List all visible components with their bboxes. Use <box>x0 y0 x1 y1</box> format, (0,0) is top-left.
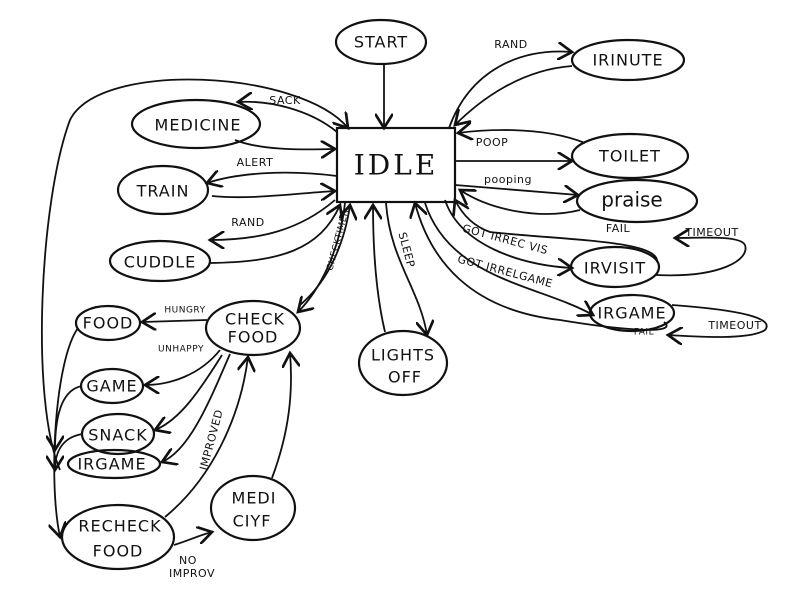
edge-food-recheck <box>54 327 79 537</box>
edge-idle-irgame <box>424 202 593 315</box>
svg-text:MEDICINE: MEDICINE <box>155 116 242 135</box>
edge-irinute-idle <box>455 65 573 125</box>
edge-medicine-check-food <box>271 353 291 479</box>
node-food: FOOD <box>74 304 142 342</box>
edge-irgame-fail <box>415 203 668 331</box>
label-sack: SACK <box>269 94 301 107</box>
edge-cuddle-idle <box>209 205 340 264</box>
edge-snack-recheck <box>55 433 83 470</box>
edge-irgame-timeout <box>668 304 768 337</box>
edge-recheck-medicine-loop <box>41 78 348 471</box>
label-rand-top: RAND <box>494 38 527 51</box>
label-rand-cuddle: RAND <box>231 216 264 229</box>
svg-text:IDLE: IDLE <box>354 149 439 182</box>
label-unhappy: UNHAPPY <box>158 345 204 355</box>
node-snack: SNACK <box>80 412 156 456</box>
node-irinute: IRINUTE <box>570 38 686 82</box>
svg-text:IRGAME: IRGAME <box>597 304 666 323</box>
edge-idle-lights-off <box>385 202 427 335</box>
node-praise: praise <box>575 178 699 224</box>
edge-check-food-snack <box>155 354 223 430</box>
label-timeout-irvisit: TIMEOUT <box>684 226 738 239</box>
edge-idle-cuddle <box>210 199 336 240</box>
svg-text:SNACK: SNACK <box>88 426 147 445</box>
label-got-irrelgame: GOT IRRELGAME <box>456 253 554 291</box>
svg-text:IRINUTE: IRINUTE <box>592 51 663 70</box>
label-no-improv-1: NO <box>179 554 197 567</box>
node-start: START <box>334 18 428 66</box>
node-irgame-left: IRGAME <box>66 448 162 480</box>
node-toilet: TOILET <box>570 132 690 180</box>
label-pooping: pooping <box>484 173 532 186</box>
svg-text:TRAIN: TRAIN <box>136 182 190 201</box>
label-fail-irvisit: FAIL <box>606 222 631 235</box>
node-idle: IDLE <box>335 126 457 204</box>
label-poop: POOP <box>476 136 509 149</box>
svg-text:IRGAME: IRGAME <box>77 455 146 474</box>
svg-text:RECHECK: RECHECK <box>78 517 161 536</box>
edge-recheck-improved <box>164 357 248 518</box>
svg-text:LIGHTS: LIGHTS <box>371 346 435 365</box>
svg-text:praise: praise <box>601 188 662 212</box>
svg-text:CUDDLE: CUDDLE <box>124 253 197 272</box>
svg-text:START: START <box>354 33 408 52</box>
node-game: GAME <box>79 367 145 405</box>
edge-idle-irinute <box>448 52 572 129</box>
edge-irvisit-timeout <box>655 238 747 277</box>
label-alert: ALERT <box>237 156 274 169</box>
svg-text:MEDI: MEDI <box>232 489 277 508</box>
node-medicine: MEDICINE <box>130 98 262 150</box>
svg-text:FOOD: FOOD <box>93 542 144 561</box>
label-timeout-irgame: TIMEOUT <box>707 319 761 332</box>
label-sleep: SLEEP <box>396 231 418 269</box>
svg-text:OFF: OFF <box>388 368 422 387</box>
edge-idle-praise <box>454 184 578 195</box>
svg-text:TOILET: TOILET <box>598 147 661 166</box>
svg-text:IRVISIT: IRVISIT <box>584 259 646 278</box>
edge-check-food-game <box>145 349 221 385</box>
edge-check-food-idle <box>299 205 350 306</box>
edge-train-idle <box>211 191 335 197</box>
node-cuddle: CUDDLE <box>108 239 212 283</box>
edge-game-recheck <box>55 385 83 450</box>
node-train: TRAIN <box>116 164 210 216</box>
edge-irvisit-fail <box>455 200 658 263</box>
edge-toilet-idle <box>458 130 586 144</box>
edge-recheck-medicine <box>173 532 212 546</box>
edge-check-food-irgame <box>162 353 231 462</box>
node-lights-off: LIGHTS OFF <box>357 329 449 397</box>
svg-text:FOOD: FOOD <box>228 328 279 347</box>
edge-lights-off-idle <box>373 205 386 333</box>
svg-text:CHECK: CHECK <box>225 310 285 329</box>
svg-text:GAME: GAME <box>86 377 137 396</box>
label-hungry: HUNGRY <box>164 306 205 316</box>
label-checktimer: CHECKTIMER <box>325 208 351 272</box>
edge-idle-medicine <box>238 102 338 133</box>
svg-text:CIYF: CIYF <box>233 512 272 531</box>
svg-text:FOOD: FOOD <box>83 314 134 333</box>
edge-medicine-idle <box>234 139 335 149</box>
edge-praise-idle <box>460 190 581 215</box>
edge-idle-train <box>207 173 338 183</box>
edge-check-food-food <box>142 320 208 322</box>
node-recheck-food: RECHECK FOOD <box>60 503 176 571</box>
node-medicine-bottom: MEDI CIYF <box>209 474 297 542</box>
label-fail-irgame: FAIL <box>634 328 654 338</box>
label-no-improv-2: IMPROV <box>169 567 215 580</box>
label-got-irrec-vis: GOT IRREC VIS <box>461 222 550 257</box>
node-irvisit: IRVISIT <box>569 245 661 289</box>
